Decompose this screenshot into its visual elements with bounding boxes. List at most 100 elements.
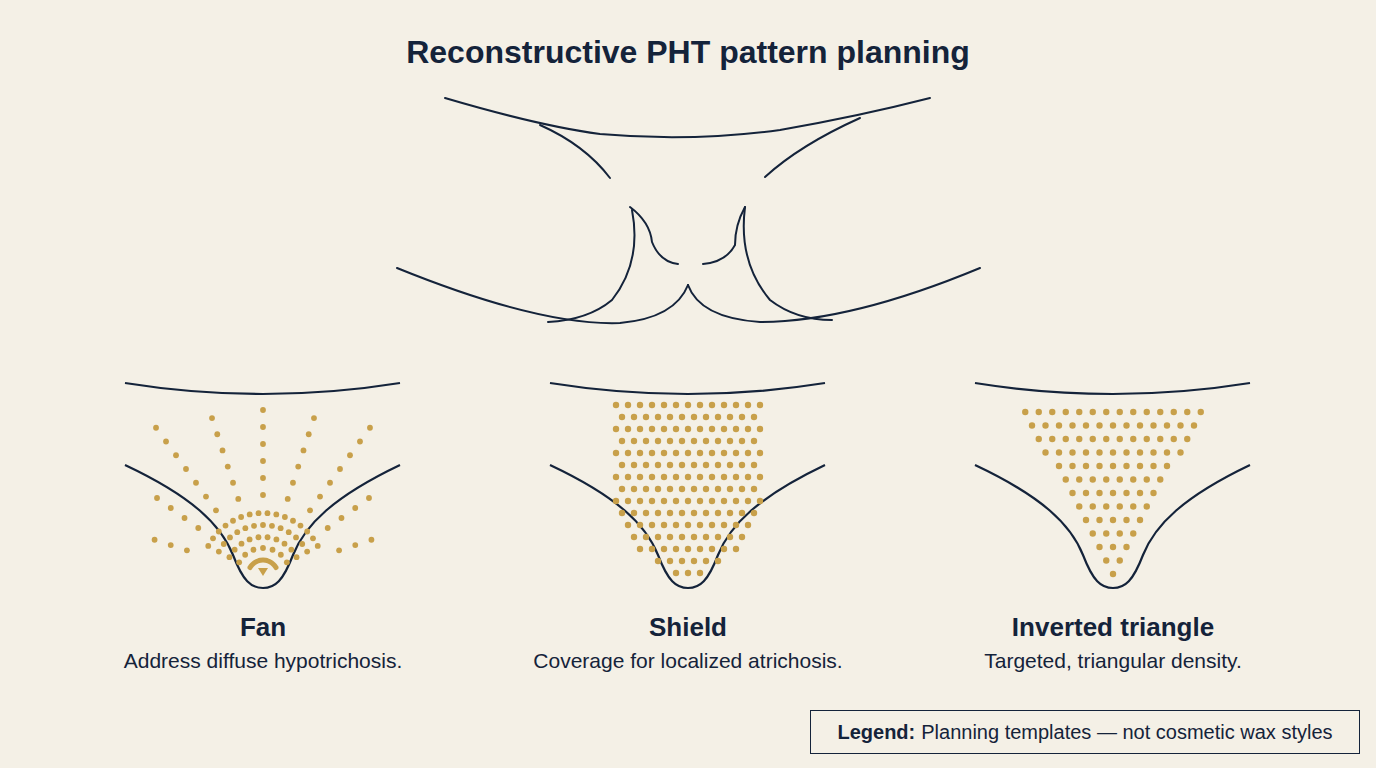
graft-dot	[347, 452, 353, 458]
mons-curve-right	[703, 207, 745, 264]
graft-dot	[1171, 436, 1177, 442]
graft-dot	[256, 510, 262, 516]
graft-dot	[703, 414, 709, 420]
graft-dot	[619, 486, 625, 492]
graft-dot	[1110, 463, 1116, 469]
graft-dot	[1069, 490, 1075, 496]
graft-dot	[643, 414, 649, 420]
graft-dot	[1164, 422, 1170, 428]
graft-dot	[298, 523, 304, 529]
graft-dot	[637, 546, 643, 552]
graft-dot	[273, 512, 279, 518]
template-name: Inverted triangle	[913, 612, 1313, 642]
graft-dot	[230, 518, 236, 524]
graft-dot	[745, 498, 751, 504]
graft-dot	[751, 510, 757, 516]
graft-dot	[153, 425, 159, 431]
graft-dot	[315, 543, 321, 549]
graft-dot	[625, 474, 631, 480]
template-illustration	[488, 375, 888, 605]
graft-dot	[1076, 436, 1082, 442]
graft-dot	[1177, 422, 1183, 428]
graft-dot	[655, 510, 661, 516]
graft-dot	[679, 534, 685, 540]
graft-dot	[270, 547, 276, 553]
graft-dot	[727, 534, 733, 540]
graft-dot	[1164, 449, 1170, 455]
graft-dot	[168, 542, 174, 548]
graft-dot	[661, 450, 667, 456]
graft-dot	[1083, 517, 1089, 523]
graft-dot	[232, 547, 238, 553]
graft-dot	[311, 415, 317, 421]
graft-dot	[643, 438, 649, 444]
graft-dot	[1090, 503, 1096, 509]
graft-dot	[661, 426, 667, 432]
graft-dot	[214, 431, 220, 437]
graft-dot	[643, 462, 649, 468]
graft-dot	[625, 522, 631, 528]
graft-dot	[1069, 449, 1075, 455]
graft-dot	[625, 498, 631, 504]
graft-dot	[1123, 517, 1129, 523]
graft-dot	[697, 498, 703, 504]
graft-dot	[739, 534, 745, 540]
mons-curve-left	[630, 207, 678, 264]
graft-dot	[649, 426, 655, 432]
graft-dot	[697, 546, 703, 552]
graft-dot	[251, 547, 257, 553]
graft-dot	[1150, 449, 1156, 455]
graft-dot	[1123, 490, 1129, 496]
pubic-outline	[550, 465, 825, 588]
graft-dot	[655, 414, 661, 420]
graft-dot	[685, 474, 691, 480]
template-caption: FanAddress diffuse hypotrichosis.	[63, 612, 463, 676]
graft-dot	[637, 522, 643, 528]
graft-dot	[1063, 409, 1069, 415]
graft-dot	[1130, 476, 1136, 482]
graft-dot	[631, 462, 637, 468]
graft-dot	[220, 448, 226, 454]
graft-dot	[721, 546, 727, 552]
graft-dot	[184, 547, 190, 553]
graft-dot	[310, 535, 316, 541]
graft-dot	[1083, 449, 1089, 455]
graft-dot	[1150, 463, 1156, 469]
graft-dot	[691, 510, 697, 516]
graft-dot	[649, 450, 655, 456]
graft-dot	[715, 486, 721, 492]
graft-dot	[637, 402, 643, 408]
graft-dot	[290, 480, 296, 486]
graft-dot	[213, 507, 219, 513]
graft-dot	[685, 450, 691, 456]
graft-dot	[299, 541, 305, 547]
graft-dot	[1096, 544, 1102, 550]
graft-dot	[1123, 544, 1129, 550]
graft-dot	[325, 525, 331, 531]
graft-dot	[239, 541, 245, 547]
graft-dot	[1157, 409, 1163, 415]
graft-dot	[1083, 490, 1089, 496]
graft-dot	[210, 535, 216, 541]
graft-dot	[613, 402, 619, 408]
graft-dot	[637, 426, 643, 432]
graft-dot	[715, 462, 721, 468]
graft-dot	[1123, 422, 1129, 428]
waist-outline	[975, 383, 1250, 394]
graft-dot	[1103, 503, 1109, 509]
graft-dot	[727, 414, 733, 420]
abdomen-line	[445, 98, 930, 137]
graft-dot	[679, 462, 685, 468]
graft-dot	[745, 522, 751, 528]
graft-dot	[733, 498, 739, 504]
diagram-title: Reconstructive PHT pattern planning	[0, 32, 1376, 72]
graft-dot	[294, 554, 300, 560]
graft-dot	[1117, 476, 1123, 482]
graft-dot	[1103, 476, 1109, 482]
graft-dot	[637, 450, 643, 456]
graft-dot	[307, 507, 313, 513]
graft-dot	[352, 505, 358, 511]
waist-outline	[125, 383, 400, 394]
graft-dot	[697, 522, 703, 528]
